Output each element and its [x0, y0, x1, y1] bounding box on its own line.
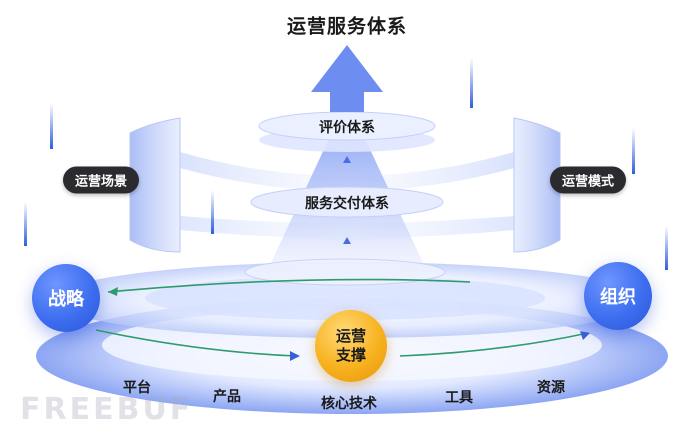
watermark-logo: FREEBUF: [20, 392, 194, 427]
base-item-platform: 平台: [123, 380, 151, 396]
flow-arrow-left: [95, 329, 297, 357]
organization-node: 组织: [584, 262, 652, 330]
operation-support-line2: 支撑: [335, 346, 366, 364]
flow-arrow-upper-head: [108, 287, 118, 296]
accent-line: [665, 226, 668, 270]
strategy-node: 战略: [32, 264, 100, 332]
left-panel: [129, 117, 181, 253]
right-panel: [513, 117, 561, 253]
evaluation-system-label: 评价体系: [319, 120, 375, 136]
diagram-title: 运营服务体系: [286, 15, 408, 38]
operation-support-line1: 运营: [335, 327, 366, 345]
operation-support-node: 运营 支撑: [315, 310, 387, 382]
accent-line: [632, 128, 635, 174]
operation-scenario-badge: 运营场景: [62, 166, 140, 194]
flow-arrow-right-head: [580, 331, 590, 340]
top-arrow: [311, 45, 383, 112]
base-item-resources: 资源: [537, 380, 565, 396]
flow-arrow-upper: [107, 278, 471, 293]
organization-node-label: 组织: [600, 287, 636, 308]
bottom-disk: [244, 258, 446, 286]
accent-line: [470, 58, 473, 108]
flow-arrow-left-head: [290, 351, 300, 361]
delivery-disk: [250, 186, 444, 218]
service-delivery-label: 服务交付体系: [305, 196, 389, 212]
accent-line: [24, 202, 27, 246]
accent-line: [50, 103, 53, 149]
flow-arrow-right: [399, 332, 589, 357]
middle-ring-inner: [145, 276, 545, 320]
up-arrow-lower: [343, 237, 351, 244]
band-upper: [180, 152, 514, 191]
accent-line: [211, 190, 214, 234]
operation-mode-badge: 运营模式: [549, 166, 627, 194]
base-item-tools: 工具: [445, 390, 473, 406]
base-item-core-tech: 核心技术: [321, 396, 377, 412]
strategy-node-label: 战略: [48, 289, 84, 310]
base-item-product: 产品: [213, 389, 241, 405]
up-arrow-upper: [343, 156, 351, 163]
